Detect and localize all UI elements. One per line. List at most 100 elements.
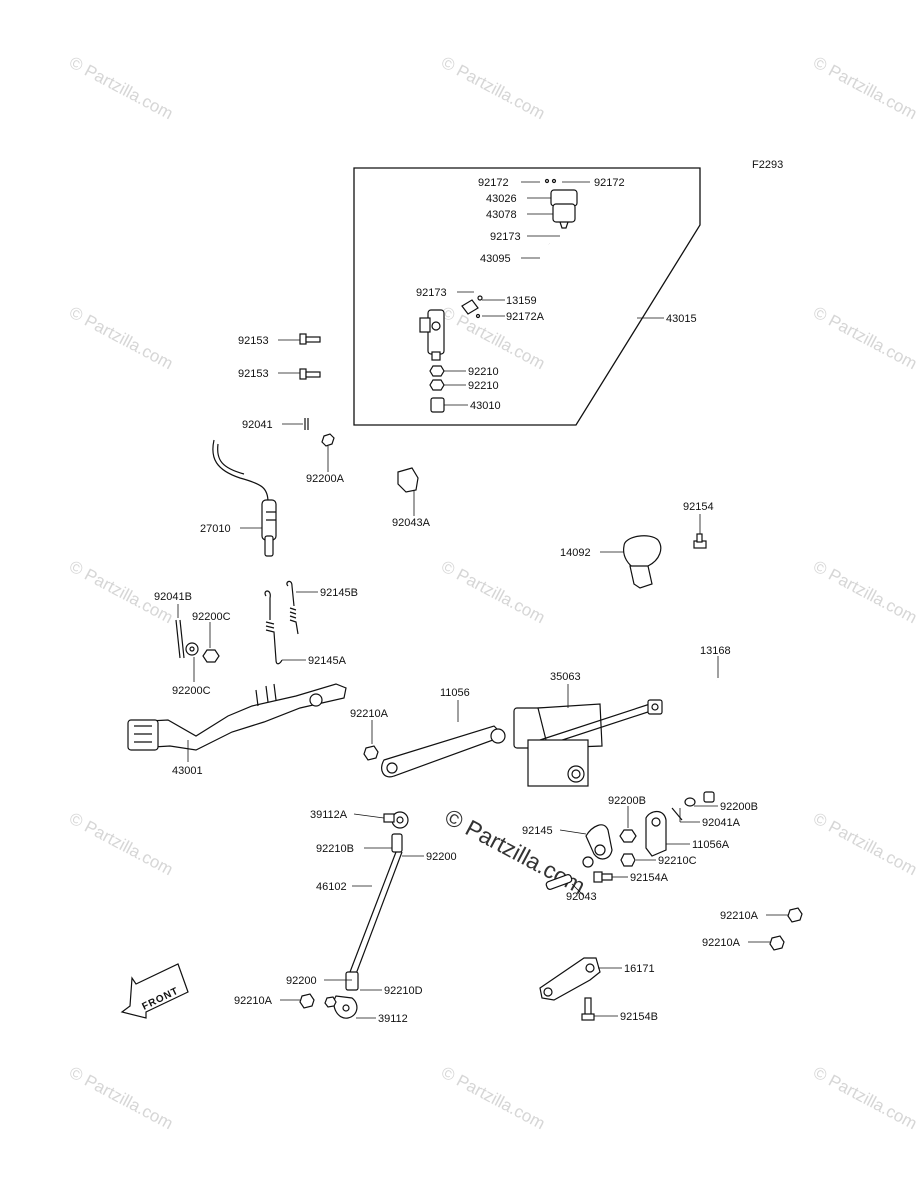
watermark: © Partzilla.com — [66, 53, 176, 124]
watermark: © Partzilla.com — [438, 53, 548, 124]
brake-switch-27010 — [212, 439, 277, 557]
part-label: 92210D — [384, 985, 423, 997]
part-label: 92043A — [392, 517, 431, 529]
part-label: 92210A — [702, 937, 741, 949]
part-label: 92172A — [506, 311, 545, 323]
brake-pedal-43001 — [127, 683, 347, 751]
part-label: 43015 — [666, 313, 697, 325]
part-labels: 92172 92172 43026 43078 92173 43095 9217… — [154, 177, 759, 1025]
pushrod-46102 — [349, 851, 397, 973]
spring-92145B — [286, 580, 299, 635]
pin-92043 — [545, 874, 573, 890]
shaft-assembly-35063 — [513, 699, 663, 787]
bolt-92154B — [581, 997, 595, 1021]
bolt-92153 — [299, 333, 321, 345]
part-label: 43078 — [486, 209, 517, 221]
lever-11056A — [645, 810, 667, 857]
part-label: 39112 — [378, 1013, 408, 1025]
part-label: 11056A — [692, 839, 730, 851]
part-label: 92153 — [238, 335, 269, 347]
nut-92210A — [769, 935, 785, 951]
part-label: 92210C — [658, 855, 697, 867]
cotter-pin-92041 — [304, 418, 309, 430]
part-label: 92145A — [308, 655, 347, 667]
lever-11056 — [381, 725, 506, 778]
part-label: 92200C — [192, 611, 231, 623]
cotter-pin-92041B — [175, 619, 185, 659]
part-label: 13159 — [506, 295, 537, 307]
part-label: 92200C — [172, 685, 211, 697]
watermark: © Partzilla.com — [438, 557, 548, 628]
nut-92200C — [202, 649, 220, 663]
part-label: 92041B — [154, 591, 192, 603]
watermark: © Partzilla.com — [66, 809, 176, 880]
part-label: 92173 — [490, 231, 521, 243]
nut-92210 — [429, 365, 445, 377]
washer-92200B — [619, 829, 637, 843]
part-label: 92200 — [286, 975, 317, 987]
part-label: 92154B — [620, 1011, 658, 1023]
part-label: 92154 — [683, 501, 714, 513]
nut-92210C — [620, 853, 636, 867]
part-label: 92210A — [720, 910, 759, 922]
part-label: 16171 — [624, 963, 655, 975]
part-label: 92200B — [720, 801, 758, 813]
rod-end-39112A — [383, 811, 409, 853]
watermark: © Partzilla.com — [810, 53, 916, 124]
reservoir-part — [544, 178, 578, 229]
part-label: 92210A — [350, 708, 389, 720]
watermark: © Partzilla.com — [810, 809, 916, 880]
watermark-center: © Partzilla.com — [441, 803, 590, 899]
bracket-16171 — [539, 957, 601, 1001]
part-label: 27010 — [200, 523, 231, 535]
washer-92200C — [185, 642, 199, 656]
cotter-pin-92041A — [671, 807, 683, 821]
part-label: 13168 — [700, 645, 731, 657]
part-label: 92041 — [242, 419, 273, 431]
watermark: © Partzilla.com — [66, 1063, 176, 1134]
front-arrow-icon: FRONT — [120, 963, 189, 1019]
part-label: 92172 — [478, 177, 509, 189]
part-label: 92210A — [234, 995, 273, 1007]
part-label: 92200B — [608, 795, 646, 807]
part-label: 43095 — [480, 253, 511, 265]
part-label: 92200A — [306, 473, 345, 485]
watermark: © Partzilla.com — [810, 1063, 916, 1134]
diagram-code: F2293 — [752, 159, 783, 171]
part-label: 11056 — [440, 687, 470, 699]
part-label: 92041A — [702, 817, 741, 829]
nut-92210 — [429, 379, 445, 391]
spring-92145A — [264, 590, 283, 665]
part-label: 92173 — [416, 287, 447, 299]
assembly-box-43015 — [353, 167, 701, 426]
part-label: 92153 — [238, 368, 269, 380]
clevis-43010 — [430, 397, 445, 413]
part-label: 43010 — [470, 400, 501, 412]
part-label: 92154A — [630, 872, 669, 884]
nut-92210A — [299, 993, 315, 1009]
watermark: © Partzilla.com — [438, 1063, 548, 1134]
part-label: 46102 — [316, 881, 347, 893]
rod-13168 — [700, 679, 718, 803]
washer-92200B — [684, 797, 696, 807]
part-label: 92210B — [316, 843, 354, 855]
part-label: 92043 — [566, 891, 597, 903]
watermark: © Partzilla.com — [810, 557, 916, 628]
nut-92200A — [321, 433, 335, 447]
part-label: 92145B — [320, 587, 358, 599]
part-label: 92200 — [426, 851, 457, 863]
part-label: 43001 — [172, 765, 203, 777]
part-label: 39112A — [310, 809, 348, 821]
clip-92043A — [397, 467, 419, 493]
pedal-pad-14092 — [623, 535, 662, 589]
bolt-92153 — [299, 368, 321, 380]
part-label: 43026 — [486, 193, 517, 205]
part-label: 92210 — [468, 380, 499, 392]
part-label: 92210 — [468, 366, 499, 378]
spring-92145 — [582, 824, 613, 868]
leader-lines — [177, 181, 788, 1019]
part-label: 14092 — [560, 547, 591, 559]
watermark: © Partzilla.com — [810, 303, 916, 374]
rod-end-39112 — [324, 971, 359, 1019]
